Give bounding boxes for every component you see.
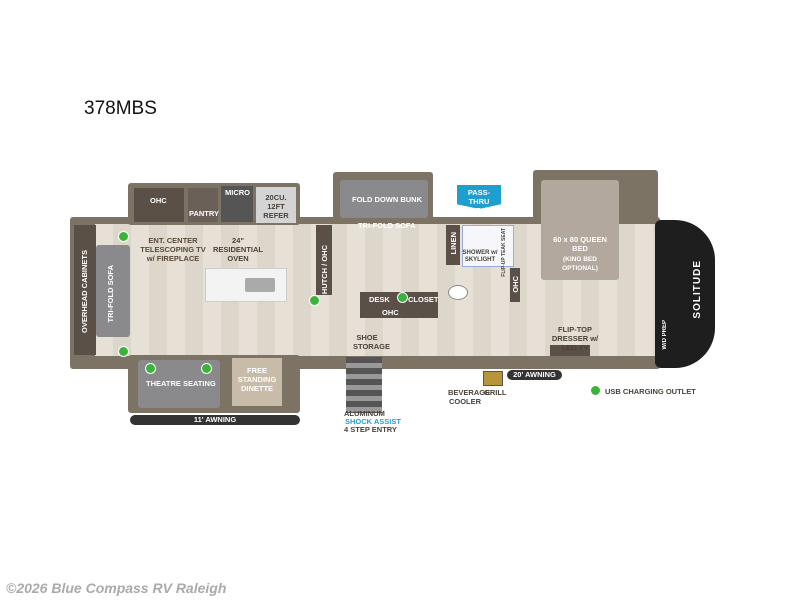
bath-ohc [510,268,520,302]
ohc-cabinet [134,188,184,222]
model-title: 378MBS [84,98,157,119]
refrigerator [256,187,296,223]
awning-11: 11' AWNING [130,415,300,425]
dresser-label: FLIP-TOP DRESSER w/ LED TV [551,325,599,352]
entry-label-2: SHOCK ASSIST [345,417,401,426]
brand-logo: SOLITUDE [692,260,703,319]
wd-prep-label: W/D PREP [662,320,668,350]
beverage-cooler-label: BEVERAGE COOLER [448,388,491,406]
usb-legend-label: USB CHARGING OUTLET [605,387,696,396]
overhead-cabinets [74,225,96,355]
grill-icon [483,371,503,386]
linen-label: LINEN [449,232,458,255]
shoe-storage-label: SHOE STORAGE [353,333,390,351]
pantry [188,188,218,222]
dinette-label: FREE STANDING DINETTE [237,366,277,393]
bunk-sofa-label: TRI-FOLD SOFA [358,221,416,230]
usb-outlet-icon [201,363,212,374]
hutch-label: HUTCH / OHC [320,245,329,295]
pass-thru-storage [457,185,501,209]
grill-label: GRILL [484,388,507,397]
micro-oven [221,186,253,222]
shower-label: SHOWER w/ SKYLIGHT [462,250,498,263]
sink-icon [245,278,275,292]
ent-center-label: ENT. CENTER TELESCOPING TV w/ FIREPLACE [140,236,206,263]
hutch [316,225,332,295]
front-cap [655,220,715,368]
toilet-icon [448,285,468,300]
watermark: ©2026 Blue Compass RV Raleigh [6,580,227,596]
closet-label: CLOSET [408,295,439,304]
oven-label: 24" RESIDENTIAL OVEN [212,236,263,263]
usb-outlet-icon [118,231,129,242]
dresser [550,345,590,356]
linen-cabinet [446,225,460,265]
tri-fold-sofa-label: TRI-FOLD SOFA [106,265,115,323]
ohc-label: OHC [150,196,167,205]
queen-bed-label: 60 x 80 QUEEN BED [553,235,607,253]
entry-label-3: 4 STEP ENTRY [344,425,397,434]
fold-down-bunk [340,180,428,218]
entry-steps[interactable] [346,357,382,413]
entry-label-1: ALUMINUM [344,409,385,418]
usb-outlet-icon [397,292,408,303]
dinette [232,358,282,406]
teak-seat-label: FLIP-UP TEAK SEAT [501,228,507,277]
pass-thru-label: PASS-THRU STORAGE [460,188,498,215]
bath-ohc-label: OHC [511,276,520,293]
shower [462,225,514,267]
queen-bed [541,180,619,280]
tri-fold-sofa [96,245,130,337]
pantry-label: PANTRY [189,209,219,218]
bunk-ohc-label: OHC [382,308,399,317]
overhead-cabinets-label: OVERHEAD CABINETS [80,250,89,333]
refer-label: 20CU. 12FT REFER [263,193,289,220]
micro-label: MICRO [225,188,250,197]
usb-outlet-icon [309,295,320,306]
theatre-seating-label: THEATRE SEATING [146,379,216,388]
usb-outlet-icon [145,363,156,374]
usb-outlet-icon [118,346,129,357]
usb-legend-icon [590,385,601,396]
desk-label: DESK [369,295,390,304]
king-optional-label: (KING BED OPTIONAL) [562,256,598,272]
awning-20: 20' AWNING [507,370,562,380]
fold-down-bunk-label: FOLD DOWN BUNK [352,195,422,204]
